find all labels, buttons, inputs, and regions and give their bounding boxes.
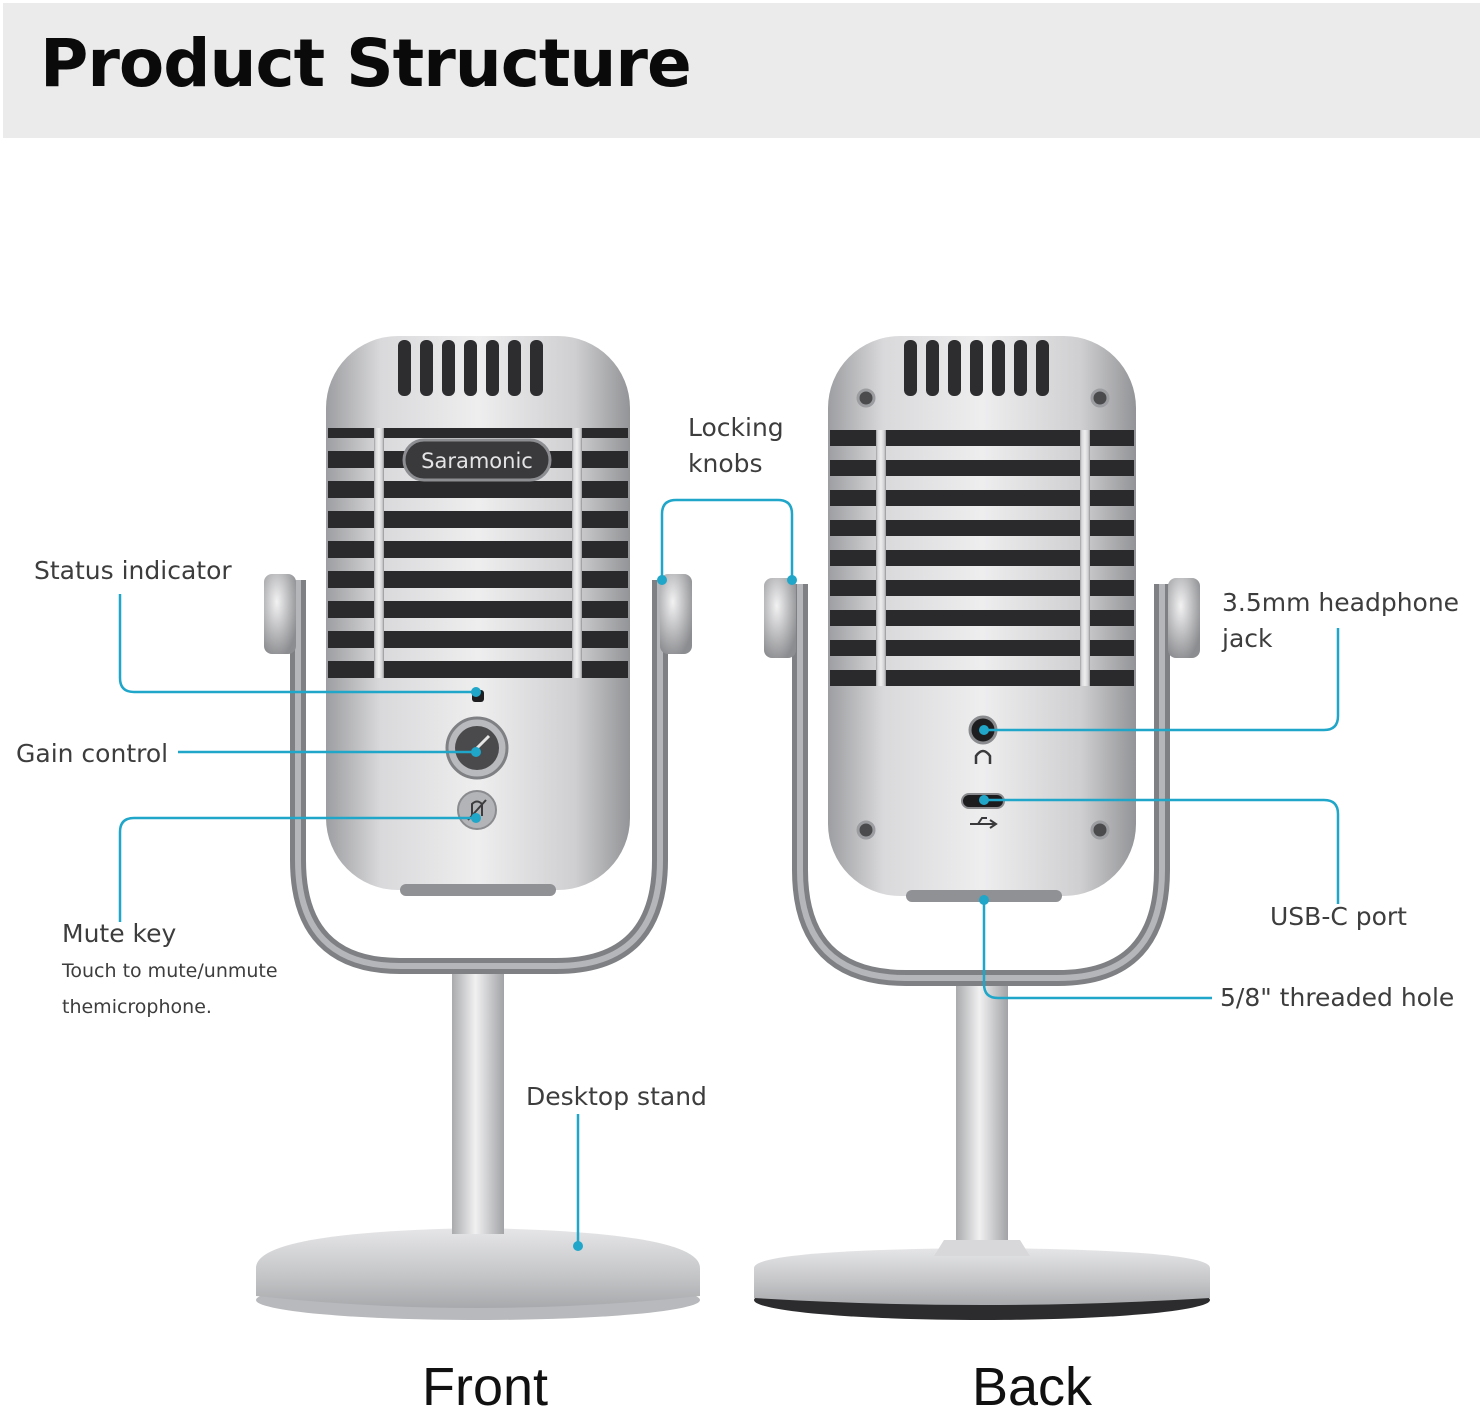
label-threaded-hole: 5/8" threaded hole <box>1220 983 1455 1012</box>
title-banner: Product Structure <box>3 3 1480 138</box>
label-mute-key-desc-1: Touch to mute/unmute <box>62 960 278 982</box>
usb-c-leader <box>984 798 1340 904</box>
label-usb-c-port: USB-C port <box>1270 902 1407 931</box>
front-logo-badge <box>402 438 552 482</box>
back-microphone <box>754 336 1210 1320</box>
status-indicator-leader <box>118 594 476 694</box>
back-grille <box>828 430 1136 686</box>
label-status-indicator: Status indicator <box>34 556 232 585</box>
front-right-knob <box>660 574 692 654</box>
usb-icon <box>970 817 998 829</box>
label-locking-knobs-1: Locking <box>688 413 784 442</box>
locking-knobs-leader <box>660 498 794 580</box>
back-base <box>754 1248 1210 1305</box>
label-mute-key: Mute key <box>62 919 177 948</box>
label-mute-key-desc-2: themicrophone. <box>62 996 212 1018</box>
mute-key-leader <box>118 816 476 922</box>
page-title: Product Structure <box>40 25 692 102</box>
callout-dots <box>471 575 989 1251</box>
front-microphone: Saramonic <box>256 336 700 1320</box>
label-locking-knobs-2: knobs <box>688 449 763 478</box>
callout-lines <box>118 498 1340 1246</box>
back-left-knob <box>764 578 796 658</box>
label-headphone-jack-2: jack <box>1222 624 1273 653</box>
label-headphone-jack-1: 3.5mm headphone <box>1222 588 1460 617</box>
headphone-icon <box>974 749 992 764</box>
front-top-vents <box>398 340 543 396</box>
back-right-knob <box>1168 578 1200 658</box>
caption-back: Back <box>972 1357 1093 1417</box>
back-screws <box>856 388 1110 840</box>
label-gain-control: Gain control <box>16 739 169 768</box>
front-left-knob <box>264 574 296 654</box>
mute-icon <box>467 799 487 821</box>
caption-front: Front <box>422 1357 549 1417</box>
headphone-jack-leader <box>984 628 1340 732</box>
threaded-hole-leader <box>982 900 1212 1000</box>
front-base <box>256 1228 700 1308</box>
front-pole <box>452 968 504 1234</box>
back-top-vents <box>904 340 1049 396</box>
saramonic-logo: Saramonic <box>421 449 533 473</box>
back-pole <box>956 982 1008 1252</box>
label-desktop-stand: Desktop stand <box>526 1082 707 1111</box>
